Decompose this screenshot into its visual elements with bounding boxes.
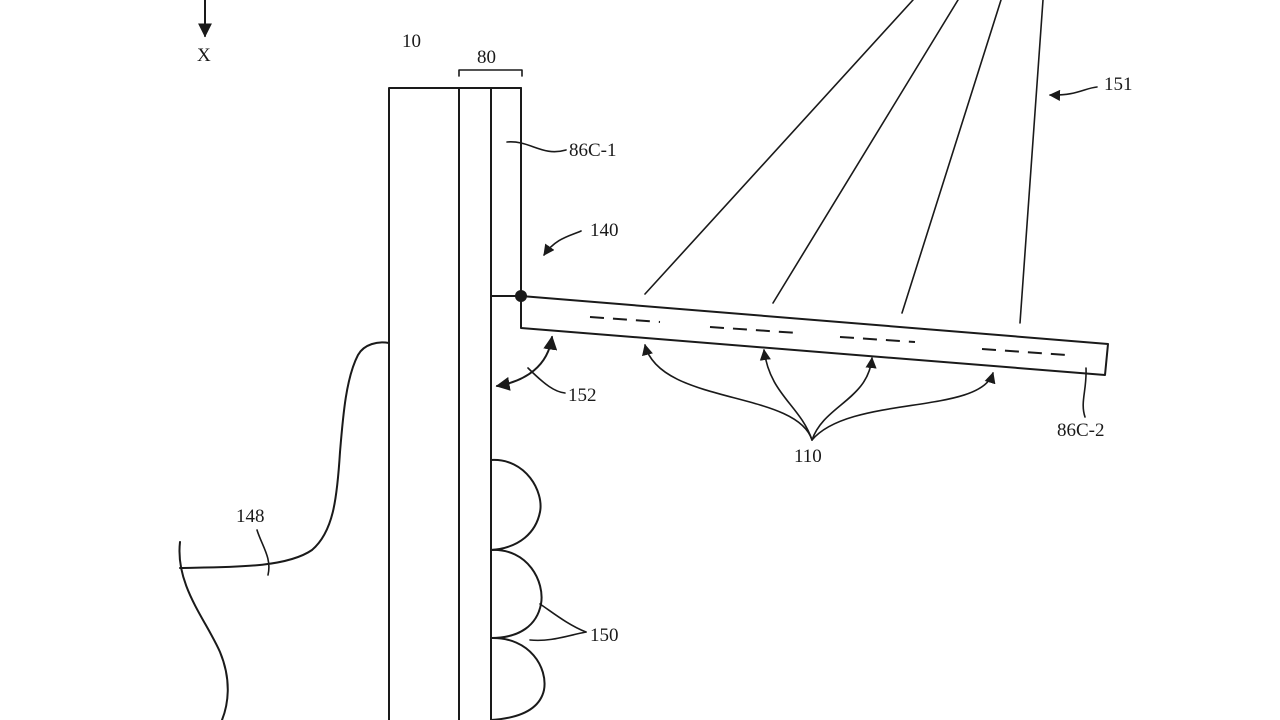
- band-bracket: [458, 69, 523, 77]
- leader-rays: [1048, 86, 1098, 101]
- leader-86c2: [1082, 367, 1087, 418]
- label-band-lower: 86C-2: [1057, 420, 1105, 441]
- emitter-dash-4: [981, 348, 1068, 356]
- label-light-rays: 151: [1104, 74, 1133, 95]
- label-device: 10: [402, 31, 421, 52]
- x-axis-label: X: [197, 45, 211, 66]
- label-emitters: 110: [794, 446, 822, 467]
- label-band: 80: [477, 47, 496, 68]
- leader-hand: [256, 529, 270, 576]
- emitter-dash-2: [709, 326, 799, 334]
- label-hinge: 140: [590, 220, 619, 241]
- leader-86c1: [506, 141, 567, 153]
- emitter-dash-3: [839, 336, 916, 343]
- label-band-upper: 86C-1: [569, 140, 617, 161]
- leader-rotation: [527, 367, 566, 394]
- emitter-dash-1: [589, 316, 661, 323]
- label-fingers: 150: [590, 625, 619, 646]
- rotation-arrow: [495, 335, 558, 391]
- finger-leaders: [529, 603, 587, 642]
- label-hand: 148: [236, 506, 265, 527]
- wrist-outline: [178, 541, 229, 720]
- light-rays: [644, 0, 1044, 324]
- fingers: [490, 458, 546, 720]
- leader-hinge: [543, 230, 582, 256]
- hand-outline: [179, 341, 390, 569]
- extended-strip: [520, 295, 1109, 376]
- label-rotation: 152: [568, 385, 597, 406]
- device-body: [388, 87, 460, 720]
- band-80: [458, 87, 522, 720]
- emitter-leaders: [642, 343, 996, 441]
